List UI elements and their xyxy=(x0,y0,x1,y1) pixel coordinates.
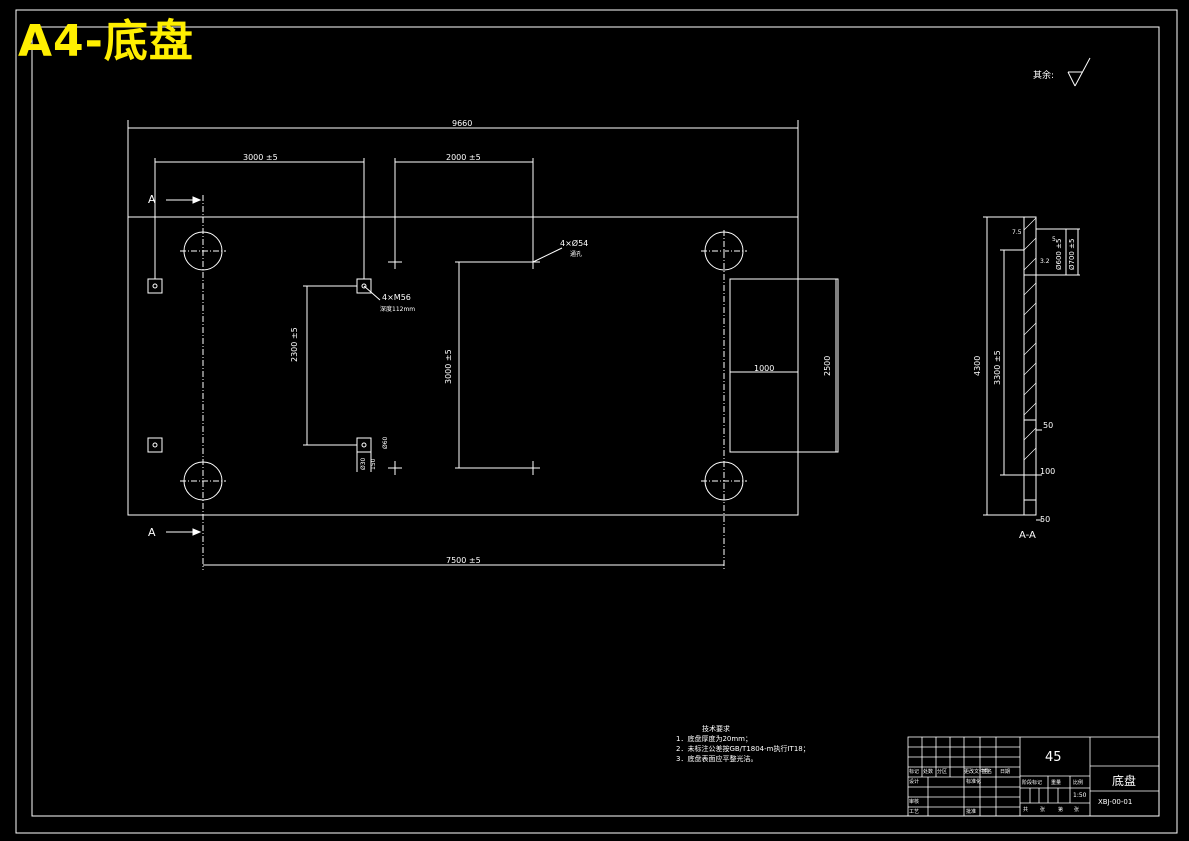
hole-callout-1: 4×Ø54 xyxy=(560,239,589,248)
small-square-holes xyxy=(147,278,372,453)
small-dim-3: 150 xyxy=(370,458,377,470)
point-holes xyxy=(388,255,540,475)
surface-finish-symbol xyxy=(1067,57,1091,87)
hole-callout-1-sub: 通孔 xyxy=(570,251,583,258)
tb-label: 张 xyxy=(1040,807,1046,813)
tb-label: 审核 xyxy=(909,799,920,805)
large-holes xyxy=(180,195,747,570)
section-inner-height: 3300 ±5 xyxy=(993,350,1002,385)
section-marker-top: A xyxy=(148,193,156,206)
section-t1: 5 xyxy=(1052,236,1056,243)
dim-vertical-mid: 3000 ±5 xyxy=(444,349,453,384)
tb-label: 签名 xyxy=(982,769,993,775)
section-depth-3: 50 xyxy=(1040,515,1051,524)
dim-bottom-span: 7500 ±5 xyxy=(446,556,481,565)
tb-label: 日期 xyxy=(1000,769,1011,775)
dimension-lines xyxy=(154,158,837,566)
tb-label: 更改文件号 xyxy=(964,769,990,775)
section-dia-1: Ø600 ±5 xyxy=(1055,238,1063,270)
tb-label: 比例 xyxy=(1073,780,1084,786)
section-depth-1: 50 xyxy=(1043,421,1054,430)
note-item: 1．底盘厚度为20mm； xyxy=(676,735,752,743)
tb-label: 共 xyxy=(1023,807,1029,813)
tb-label: 批准 xyxy=(966,809,977,815)
scale: 1:50 xyxy=(1073,792,1087,799)
tb-label: 设计 xyxy=(909,779,920,785)
note-item: 3．底盘表面应平整光洁。 xyxy=(676,755,758,763)
hole-callout-2: 4×M56 xyxy=(382,293,411,302)
section-total-height: 4300 xyxy=(973,355,982,376)
tb-label: 标准化 xyxy=(966,779,982,785)
title-block xyxy=(907,736,1160,817)
dim-hole-spacing-left: 3000 ±5 xyxy=(243,153,278,162)
tb-label: 分区 xyxy=(937,769,948,775)
tb-label: 张 xyxy=(1074,807,1080,813)
dim-notch-width: 1000 xyxy=(754,364,775,373)
tb-label: 工艺 xyxy=(909,809,920,815)
small-dim-2: Ø30 xyxy=(360,457,367,470)
plate-plan-view xyxy=(127,120,839,516)
tb-label: 标记 xyxy=(909,769,920,775)
tb-label: 重量 xyxy=(1051,780,1062,786)
sheet-label: A4-底盘 xyxy=(18,16,194,67)
tb-label: 第 xyxy=(1058,807,1064,813)
note-item: 2．未标注公差按GB/T1804-m执行IT18； xyxy=(676,745,810,753)
material: 45 xyxy=(1045,750,1062,765)
inner-border xyxy=(31,26,1160,817)
technical-notes: 技术要求 1．底盘厚度为20mm； 2．未标注公差按GB/T1804-m执行IT… xyxy=(676,724,810,764)
dim-notch-height: 2500 xyxy=(823,355,832,376)
part-name: 底盘 xyxy=(1112,774,1137,788)
dim-vertical-left: 2300 ±5 xyxy=(290,327,299,362)
tb-label: 处数 xyxy=(923,769,934,775)
section-arrows xyxy=(166,196,202,536)
notes-title: 技术要求 xyxy=(702,725,730,733)
dim-hole-spacing-mid: 2000 ±5 xyxy=(446,153,481,162)
tb-label: 阶段标记 xyxy=(1022,780,1043,786)
section-chamfer: 7.5 xyxy=(1012,229,1022,236)
outer-border xyxy=(15,9,1178,834)
section-depth-2: 100 xyxy=(1040,467,1056,476)
small-dim-1: Ø60 xyxy=(382,436,389,449)
section-marker-bottom: A xyxy=(148,526,156,539)
section-small: 3.2 xyxy=(1040,258,1050,265)
surface-finish-label: 其余: xyxy=(1033,71,1055,81)
dim-overall-length: 9660 xyxy=(452,119,473,128)
section-dia-2: Ø700 ±5 xyxy=(1068,238,1076,270)
hole-callout-2-sub: 深度112mm xyxy=(380,306,416,313)
drawing-number: XBJ-00-01 xyxy=(1098,798,1133,806)
section-view xyxy=(983,216,1080,521)
section-title: A-A xyxy=(1019,530,1036,541)
